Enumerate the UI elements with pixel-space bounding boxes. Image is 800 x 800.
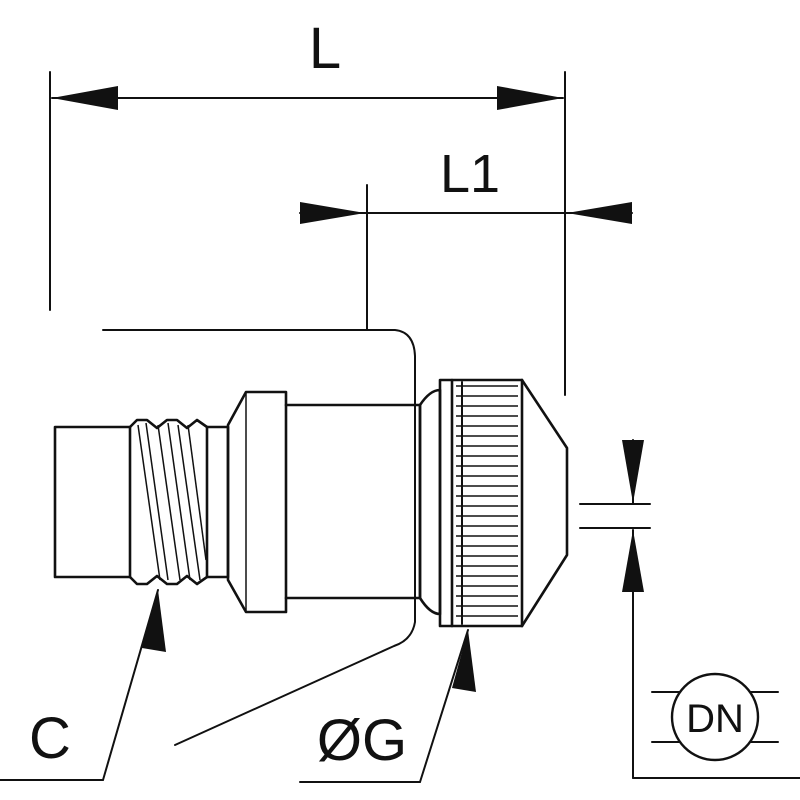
arrow-head-l1-right [567,202,632,224]
leader-arrow-c [142,590,166,652]
nut-flange [438,378,454,628]
dn-arrow-up [622,530,644,592]
leader-line-c [102,589,159,781]
label-l1: L1 [440,144,500,204]
main-body [284,403,422,600]
conical-nose [520,378,569,628]
thread-top-profile [128,418,209,430]
label-dn: DN [686,697,744,741]
shoulder-collar [226,390,288,614]
dn-circle [670,672,760,762]
section-bracket [102,329,416,746]
arrow-head-right [497,86,563,110]
fitting-body [53,378,569,628]
thread-relief [205,425,230,579]
nut-body [450,378,524,628]
thread-bottom-profile [128,574,209,586]
leader-g: ØG [299,629,476,783]
leader-c: C [0,589,166,781]
nut-knurling [456,381,518,625]
thread-crests [137,422,207,581]
arrow-head-left [52,86,118,110]
label-c: C [29,706,71,771]
dimension-dn: DN [579,439,800,779]
thread-section [128,418,230,586]
dn-arrow-down [622,440,644,503]
dimension-l: L [49,16,566,396]
leader-line-g [419,629,469,783]
dimension-l1: L1 [299,144,633,331]
label-l: L [309,16,341,81]
o-ring [418,388,442,616]
tube-end [53,425,132,579]
arrow-head-l1-left [300,202,365,224]
label-g: ØG [317,708,407,773]
leader-arrow-g [452,630,476,692]
